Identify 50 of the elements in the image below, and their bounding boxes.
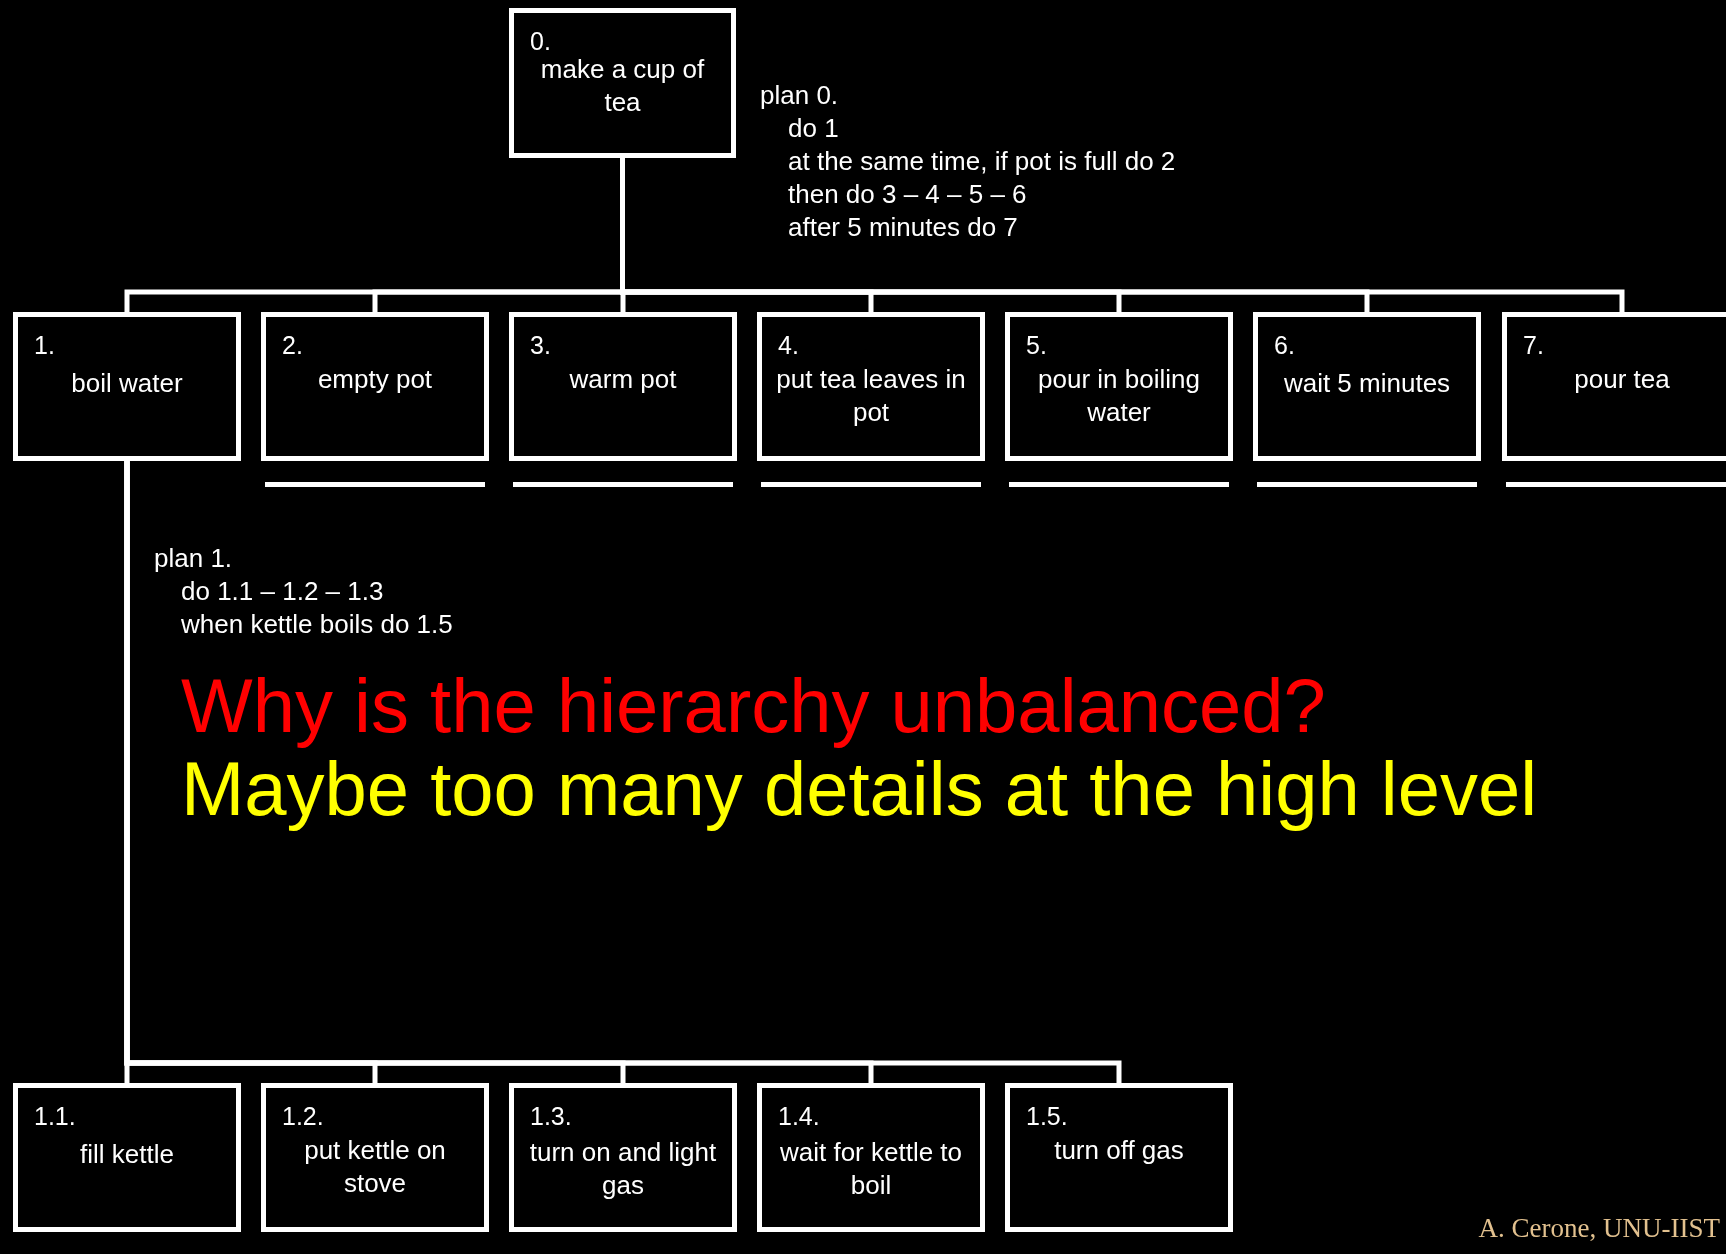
task-label: pour in boiling water xyxy=(1037,363,1201,429)
task-number: 1.2. xyxy=(282,1102,324,1131)
plan-text: plan 1. xyxy=(154,543,233,574)
task-label: empty pot xyxy=(316,363,434,396)
task-box xyxy=(757,1083,985,1232)
task-label: wait 5 minutes xyxy=(1282,367,1452,400)
task-number: 2. xyxy=(282,331,303,360)
task-number: 3. xyxy=(530,331,551,360)
task-box xyxy=(13,312,241,461)
task-label: fill kettle xyxy=(79,1138,175,1171)
task-label: pour tea xyxy=(1573,363,1671,396)
task-label: warm pot xyxy=(568,363,678,396)
task-number: 1. xyxy=(34,331,55,360)
question-text: Why is the hierarchy unbalanced? xyxy=(181,662,1326,749)
plan-text: do 1 xyxy=(788,113,839,144)
task-number: 7. xyxy=(1523,331,1544,360)
task-box xyxy=(509,1083,737,1232)
task-label: make a cup of tea xyxy=(539,53,706,119)
task-label: put kettle on stove xyxy=(303,1134,447,1200)
plan-text: then do 3 – 4 – 5 – 6 xyxy=(788,179,1027,210)
plan-text: plan 0. xyxy=(760,80,839,111)
task-number: 1.4. xyxy=(778,1102,820,1131)
task-box xyxy=(261,312,489,461)
task-box xyxy=(1005,312,1233,461)
task-box xyxy=(261,1083,489,1232)
task-number: 1.5. xyxy=(1026,1102,1068,1131)
task-box xyxy=(13,1083,241,1232)
task-number: 1.3. xyxy=(530,1102,572,1131)
task-label: turn off gas xyxy=(1053,1134,1185,1167)
task-number: 0. xyxy=(530,27,551,56)
task-box xyxy=(757,312,985,461)
task-number: 6. xyxy=(1274,331,1295,360)
hierarchy-line xyxy=(124,461,1122,1083)
task-number: 1.1. xyxy=(34,1102,76,1131)
task-number: 5. xyxy=(1026,331,1047,360)
plan-text: when kettle boils do 1.5 xyxy=(181,609,453,640)
task-label: wait for kettle to boil xyxy=(778,1136,964,1202)
task-box xyxy=(1005,1083,1233,1232)
task-label: boil water xyxy=(70,367,184,400)
task-label: put tea leaves in pot xyxy=(775,363,967,429)
plan-text: at the same time, if pot is full do 2 xyxy=(788,146,1176,177)
credit-text: A. Cerone, UNU-IIST xyxy=(1478,1213,1720,1244)
plan-text: do 1.1 – 1.2 – 1.3 xyxy=(181,576,384,607)
plan-text: after 5 minutes do 7 xyxy=(788,212,1018,243)
task-label: turn on and light gas xyxy=(528,1136,718,1202)
task-box xyxy=(509,312,737,461)
task-number: 4. xyxy=(778,331,799,360)
task-box xyxy=(1253,312,1481,461)
task-box xyxy=(509,8,736,158)
task-box xyxy=(1502,312,1726,461)
